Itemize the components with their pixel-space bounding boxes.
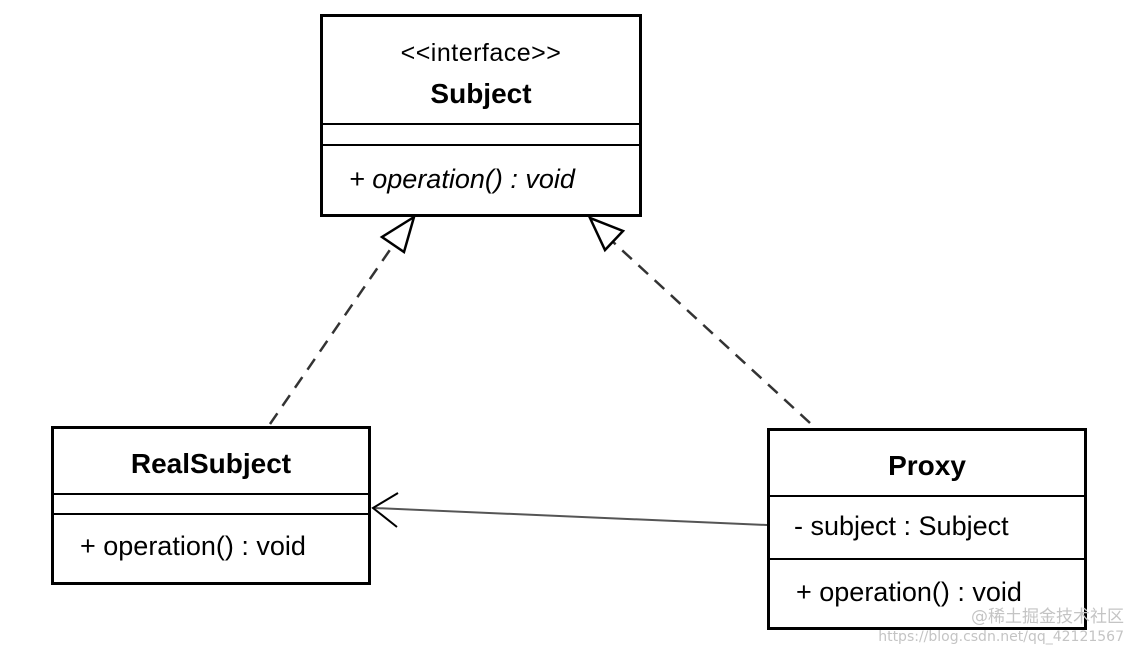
operations-compartment: + operation() : void [323, 146, 639, 195]
stereotype-label: <<interface>> [400, 39, 562, 67]
watermark-url: https://blog.csdn.net/qq_42121567 [878, 629, 1124, 645]
class-subject[interactable]: <<interface>> Subject + operation() : vo… [320, 14, 642, 217]
class-proxy[interactable]: Proxy - subject : Subject + operation() … [767, 428, 1087, 630]
operations-compartment: + operation() : void [770, 560, 1084, 608]
class-name: RealSubject [130, 448, 292, 479]
association-arrowhead [371, 492, 399, 528]
realization-line-proxy-subject [611, 240, 811, 424]
class-realsubject[interactable]: RealSubject + operation() : void [51, 426, 371, 585]
attributes-compartment: - subject : Subject [770, 497, 1084, 560]
realization-arrowhead-realsubject [379, 214, 417, 255]
operation-item: + operation() : void [349, 164, 575, 194]
class-name: Proxy [888, 450, 966, 481]
realization-arrowhead-proxy [587, 215, 626, 253]
class-header: Proxy [770, 431, 1084, 497]
operation-item: + operation() : void [796, 577, 1022, 607]
watermark-brand: @稀土掘金技术社区 [971, 607, 1124, 627]
operation-item: + operation() : void [80, 531, 306, 561]
operations-compartment: + operation() : void [54, 515, 368, 562]
attribute-item: - subject : Subject [794, 511, 1009, 541]
class-header: <<interface>> Subject [323, 17, 639, 125]
association-line-proxy-realsubject [373, 507, 768, 526]
realization-line-realsubject-subject [268, 243, 396, 425]
class-name: Subject [430, 78, 532, 109]
attributes-compartment [54, 495, 368, 515]
attributes-compartment [323, 125, 639, 146]
class-header: RealSubject [54, 429, 368, 495]
watermark: @稀土掘金技术社区 https://blog.csdn.net/qq_42121… [878, 607, 1124, 647]
